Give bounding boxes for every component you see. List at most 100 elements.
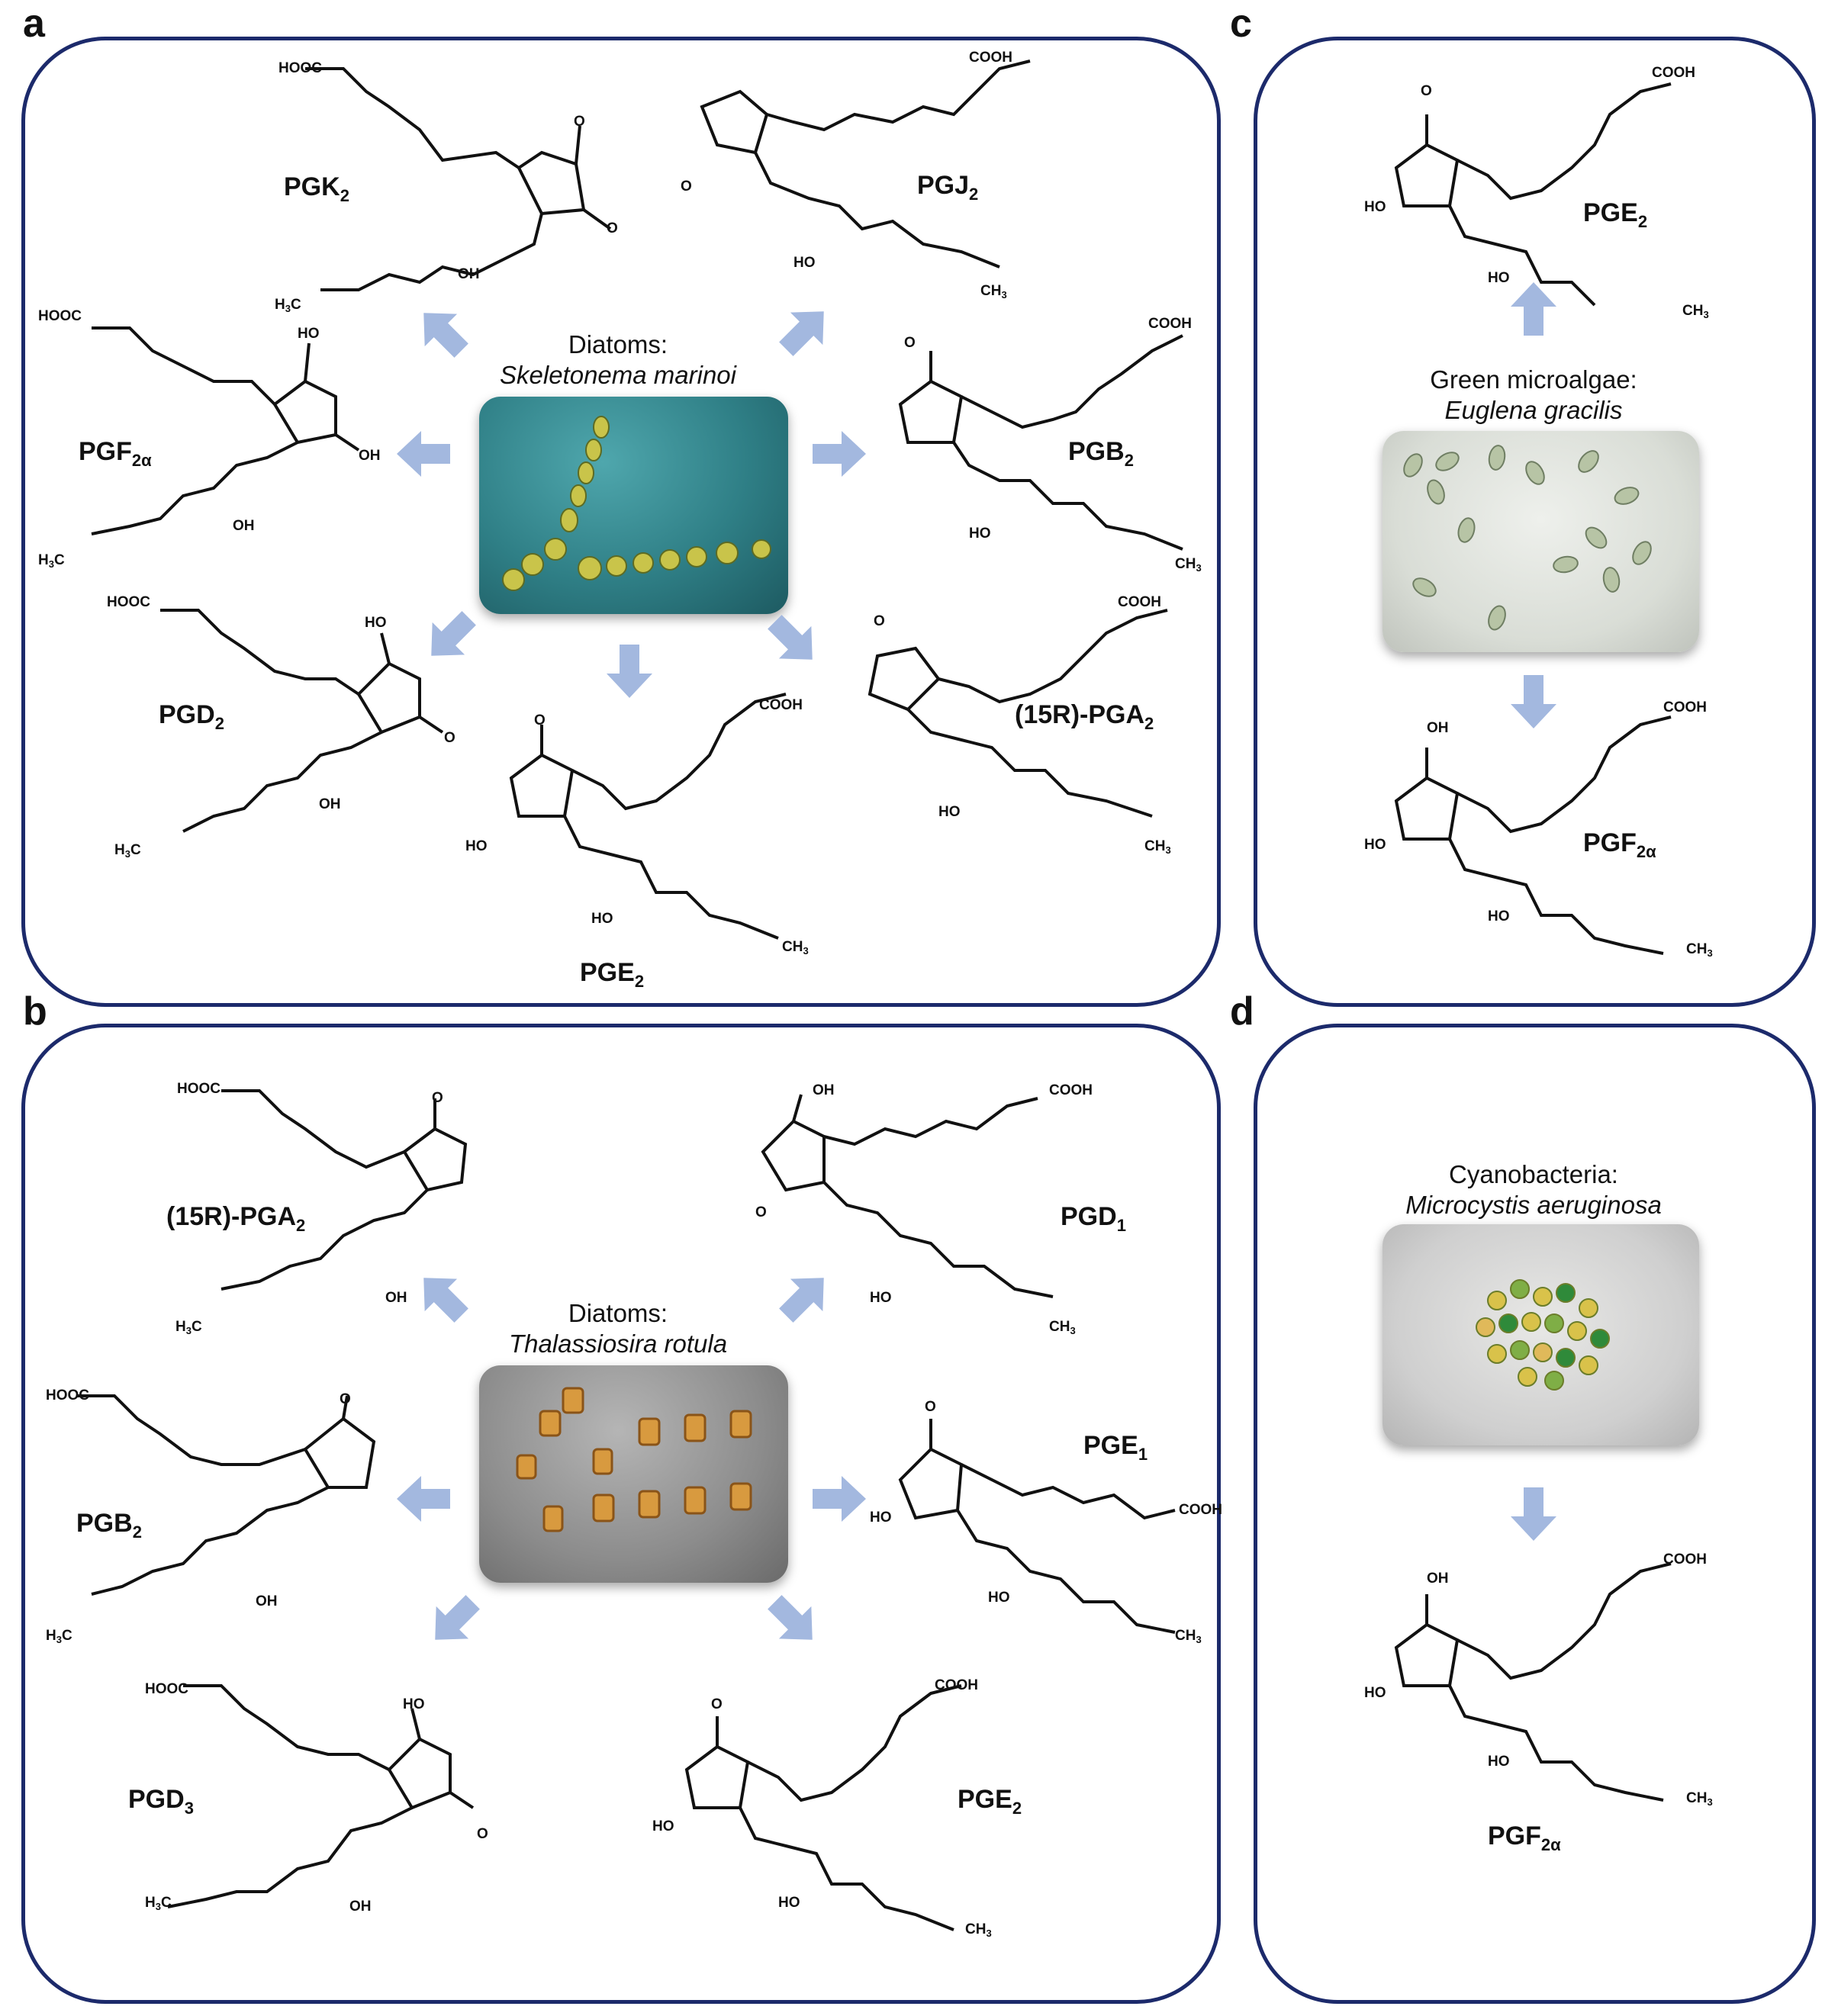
group-d-pgf2a-ch3: CH3 <box>1686 1790 1713 1808</box>
group-c-pgf2a-cooh: COOH <box>1663 699 1707 715</box>
arrow-c-up <box>1507 282 1560 336</box>
structure-b-pge2 <box>649 1670 1015 1960</box>
group-a-pgk2-ch3: H3C <box>275 297 301 314</box>
group-a-pgf2a-oh3: OH <box>233 518 255 534</box>
group-d-pgf2a-cooh: COOH <box>1663 1551 1707 1567</box>
group-a-pgb2-ho: HO <box>969 526 991 542</box>
euglena-photo-c <box>1383 431 1699 652</box>
group-b-pge2-ch3: CH3 <box>965 1921 992 1939</box>
group-a-pgf2a-oh1: HO <box>298 326 320 342</box>
group-c-pge2-ho2: HO <box>1488 270 1510 286</box>
species-name-d: Microcystis aeruginosa <box>1405 1191 1662 1219</box>
group-d-pgf2a-ho1: HO <box>1364 1685 1386 1701</box>
group-a-pgk2-o1: O <box>574 114 585 130</box>
group-b-15r-pga2-o: O <box>432 1090 443 1106</box>
structure-a-pgk2 <box>275 46 641 313</box>
microcystis-colony-image <box>1476 1279 1610 1391</box>
compound-a-pgd2: PGD2 <box>159 700 224 733</box>
structure-a-pgb2 <box>855 313 1221 572</box>
panel-b-frame <box>21 1024 1221 2004</box>
arrow-c-down <box>1507 675 1560 728</box>
group-a-pge2-ch3: CH3 <box>782 939 809 957</box>
structure-c-pge2 <box>1358 61 1724 320</box>
group-c-pgf2a-ch3: CH3 <box>1686 941 1713 959</box>
structure-b-pgd3 <box>137 1670 504 1960</box>
group-b-pgd1-o: O <box>755 1204 767 1220</box>
organism-label-a: Diatoms: Skeletonema marinoi <box>500 330 736 391</box>
arrow-b-down-left <box>417 1584 492 1659</box>
arrow-b-down-right <box>756 1584 832 1659</box>
group-b-15r-pga2-ch3: H3C <box>175 1319 202 1336</box>
group-d-pgf2a-ho2: HO <box>1488 1754 1510 1770</box>
group-a-15r-pga2-ch3: CH3 <box>1144 838 1171 856</box>
arrow-a-left <box>397 427 450 481</box>
group-b-pgb2-hooc: HOOC <box>46 1387 89 1403</box>
arrow-d-down <box>1507 1487 1560 1541</box>
group-b-pgb2-oh: OH <box>256 1593 278 1609</box>
compound-c-pgf2a: PGF2α <box>1583 828 1656 861</box>
species-name-a: Skeletonema marinoi <box>500 361 736 389</box>
group-b-15r-pga2-hooc: HOOC <box>177 1081 220 1097</box>
structure-a-pge2 <box>458 671 824 961</box>
structure-a-pgd2 <box>107 595 473 862</box>
group-c-pgf2a-oh: OH <box>1427 720 1449 736</box>
group-c-pge2-ho1: HO <box>1364 199 1386 215</box>
group-a-pgk2-oh: OH <box>458 266 480 282</box>
group-a-pgb2-ch3: CH3 <box>1175 556 1202 574</box>
group-b-pgd1-ho: HO <box>870 1290 892 1306</box>
group-b-pge2-o: O <box>711 1696 723 1712</box>
group-a-15r-pga2-oh: HO <box>938 804 961 820</box>
diatom-photo-b <box>479 1365 788 1583</box>
panel-label-c: c <box>1230 2 1252 46</box>
group-a-pgf2a-hooc: HOOC <box>38 308 82 324</box>
arrow-a-up-left <box>405 294 481 370</box>
group-b-pge1-cooh: COOH <box>1179 1502 1222 1518</box>
group-b-pgd1-ch3: CH3 <box>1049 1319 1076 1336</box>
compound-a-pgj2: PGJ2 <box>917 171 979 204</box>
group-a-pgj2-ch3: CH3 <box>980 283 1007 301</box>
panel-label-b: b <box>23 989 47 1034</box>
group-c-pge2-cooh: COOH <box>1652 65 1695 81</box>
compound-b-pge2: PGE2 <box>958 1785 1022 1818</box>
compound-a-pge2: PGE2 <box>580 958 645 991</box>
arrow-b-up-right <box>768 1259 843 1335</box>
panel-c-frame <box>1254 37 1816 1007</box>
group-b-15r-pga2-oh: OH <box>385 1290 407 1306</box>
structure-c-pgf2a <box>1358 709 1724 969</box>
arrow-b-up-left <box>405 1259 481 1335</box>
species-name-c: Euglena gracilis <box>1444 396 1623 424</box>
structure-b-pgd1 <box>748 1076 1114 1335</box>
compound-a-pgb2: PGB2 <box>1068 437 1134 470</box>
group-b-pge2-ho1: HO <box>652 1818 674 1834</box>
arrow-b-left <box>397 1472 450 1526</box>
organism-group-b: Diatoms: <box>568 1299 668 1327</box>
group-b-pgd3-o: O <box>477 1826 488 1842</box>
group-b-pgd3-oh: OH <box>349 1899 372 1915</box>
euglena-cells-image <box>1403 445 1652 631</box>
compound-b-15r-pga2: (15R)-PGA2 <box>166 1202 306 1235</box>
group-b-pge1-o: O <box>925 1399 936 1415</box>
structure-d-pgf2a <box>1358 1556 1724 1815</box>
compound-a-pgk2: PGK2 <box>284 172 349 205</box>
compound-b-pge1: PGE1 <box>1083 1431 1148 1464</box>
group-c-pgf2a-ho2: HO <box>1488 908 1510 924</box>
compound-a-15r-pga2: (15R)-PGA2 <box>1015 700 1154 733</box>
organism-label-d: Cyanobacteria: Microcystis aeruginosa <box>1405 1159 1662 1220</box>
group-b-pge2-cooh: COOH <box>935 1677 978 1693</box>
arrow-a-down-right <box>756 603 832 679</box>
compound-a-pgf2a: PGF2α <box>79 437 152 470</box>
organism-group-d: Cyanobacteria: <box>1449 1160 1618 1188</box>
panel-label-d: d <box>1230 989 1254 1034</box>
panel-d-frame <box>1254 1024 1816 2004</box>
group-a-pgk2-o2: O <box>607 220 618 236</box>
group-a-pgj2-o: O <box>681 178 692 195</box>
group-a-pgb2-cooh: COOH <box>1148 316 1192 332</box>
species-name-b: Thalassiosira rotula <box>508 1330 728 1358</box>
group-a-pgd2-ch3: H3C <box>114 842 141 860</box>
compound-d-pgf2a: PGF2α <box>1488 1821 1561 1854</box>
arrow-b-right <box>813 1472 866 1526</box>
organism-label-c: Green microalgae: Euglena gracilis <box>1430 365 1637 426</box>
organism-label-b: Diatoms: Thalassiosira rotula <box>509 1298 727 1359</box>
group-a-pgf2a-oh2: OH <box>359 448 381 464</box>
group-b-pge2-ho2: HO <box>778 1895 800 1911</box>
